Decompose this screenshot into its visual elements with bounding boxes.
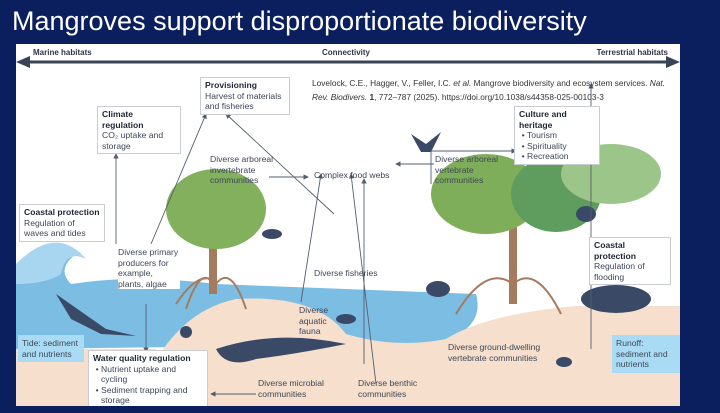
box-text: Regulation of waves and tides	[24, 217, 86, 239]
monkey-icon	[576, 206, 596, 222]
aquatic-fauna-label: Diverse aquatic fauna	[299, 305, 329, 336]
box-list-item: Spirituality	[527, 141, 595, 152]
connectivity-label: Connectivity	[322, 48, 371, 57]
bat-icon	[411, 132, 441, 152]
box-title: Climate regulation	[102, 109, 144, 130]
citation-authors: Lovelock, C.E., Hagger, V., Feller, I.C.	[312, 78, 454, 88]
slide-title: Mangroves support disproportionate biodi…	[12, 6, 587, 36]
ground-dwelling-label: Diverse ground-dwelling vertebrate commu…	[448, 342, 541, 363]
mangrove-trees-right	[431, 144, 661, 315]
jaguar-icon	[581, 285, 651, 313]
fish-icon	[336, 314, 356, 324]
fisheries-label: Diverse fisheries	[314, 268, 378, 278]
wave	[16, 242, 86, 284]
box-list: TourismSpiritualityRecreation	[519, 130, 595, 162]
crab-icon	[180, 326, 192, 338]
citation-title: Mangrove biodiversity and ecosystem serv…	[471, 78, 650, 88]
box-title: Coastal protection	[594, 240, 637, 261]
primary-producers-label: Diverse primary producers for example, p…	[118, 247, 180, 289]
bird-icon	[262, 229, 282, 239]
citation-doi[interactable]: , 772–787 (2025). https://doi.org/10.103…	[374, 92, 604, 102]
box-text: Harvest of materials and fisheries	[205, 90, 282, 112]
box-list-item: Recreation	[527, 151, 595, 162]
microbial-label: Diverse microbial communities	[258, 378, 324, 399]
box-list-item: Sediment trapping and storage	[101, 385, 203, 406]
citation: Lovelock, C.E., Hagger, V., Feller, I.C.…	[312, 76, 680, 104]
box-list: Nutrient uptake and cyclingSediment trap…	[93, 364, 203, 406]
citation-etal: et al.	[453, 78, 472, 88]
box-title: Culture and heritage	[519, 109, 567, 130]
rat-icon	[556, 357, 572, 367]
food-webs-label: Complex food webs	[314, 170, 390, 180]
ecosystem-diagram: Marine habitats Connectivity Terrestrial…	[16, 44, 680, 406]
box-title: Water quality regulation	[93, 353, 191, 363]
crocodile-icon	[216, 337, 346, 363]
terrestrial-habitats-label: Terrestrial habitats	[596, 48, 668, 57]
tide-label: Tide: sediment and nutrients	[18, 335, 84, 362]
mangrove-tree-left	[166, 169, 266, 310]
box-list-item: Tourism	[527, 130, 595, 141]
box-title: Coastal protection	[24, 207, 100, 217]
diagram-illustration	[16, 56, 680, 406]
runoff-label: Runoff: sediment and nutrients	[612, 335, 680, 373]
marine-habitats-label: Marine habitats	[33, 48, 92, 57]
box-title: Provisioning	[205, 80, 258, 90]
arboreal-vertebrate-label: Diverse arboreal vertebrate communities	[435, 154, 499, 185]
sawfish-icon	[56, 294, 136, 336]
culture-heritage-box: Culture and heritageTourismSpiritualityR…	[514, 106, 600, 165]
box-text: Regulation of flooding	[594, 261, 645, 282]
benthic-label: Diverse benthic communities	[358, 378, 418, 399]
citation-volume: 1	[367, 92, 375, 102]
water-quality-box: Water quality regulationNutrient uptake …	[88, 350, 208, 406]
stork-icon	[426, 281, 450, 297]
box-text: CO₂ uptake and storage	[102, 130, 164, 151]
sand	[136, 298, 680, 406]
box-list-item: Nutrient uptake and cycling	[101, 364, 203, 385]
arboreal-invertebrate-label: Diverse arboreal invertebrate communitie…	[210, 154, 274, 185]
citation-journal: Nat. Rev. Biodivers.	[312, 78, 665, 102]
